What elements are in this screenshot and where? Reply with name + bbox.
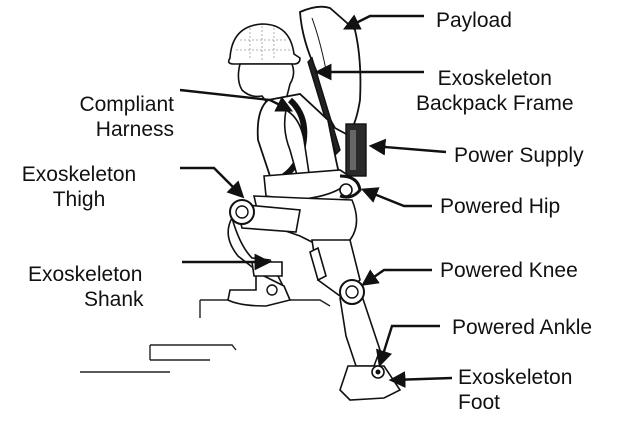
label-exoskeleton-foot-line2: Foot <box>458 390 572 415</box>
knee-joint <box>340 280 364 304</box>
label-exoskeleton-shank-line1: Exoskeleton <box>28 262 178 287</box>
label-exoskeleton-foot-line1: Exoskeleton <box>458 365 572 390</box>
label-backpack-frame-line1: Exoskeleton <box>416 66 574 91</box>
thigh-leader <box>180 168 242 196</box>
knee-leader <box>364 270 432 284</box>
label-exoskeleton-shank: Exoskeleton Shank <box>28 262 178 312</box>
label-compliant-harness: Compliant Harness <box>34 92 174 142</box>
label-power-supply: Power Supply <box>454 143 584 168</box>
label-exoskeleton-thigh-line2: Thigh <box>4 187 154 212</box>
label-payload: Payload <box>436 8 512 33</box>
hip-leader <box>364 190 432 206</box>
label-powered-knee: Powered Knee <box>440 258 578 283</box>
label-compliant-harness-line2: Harness <box>34 117 174 142</box>
label-compliant-harness-line1: Compliant <box>34 92 174 117</box>
ankle-joint <box>372 366 384 378</box>
label-exoskeleton-thigh: Exoskeleton Thigh <box>4 162 154 212</box>
label-powered-ankle: Powered Ankle <box>452 315 592 340</box>
rear-ankle-joint <box>267 285 277 295</box>
power-supply-leader <box>372 146 446 152</box>
label-exoskeleton-thigh-line1: Exoskeleton <box>4 162 154 187</box>
label-backpack-frame-line2: Backpack Frame <box>416 91 574 116</box>
label-exoskeleton-foot: Exoskeleton Foot <box>458 365 572 415</box>
label-exoskeleton-shank-line2: Shank <box>28 287 178 312</box>
foot-leader <box>392 378 452 380</box>
payload-leader <box>346 16 424 28</box>
rear-hip-joint <box>230 200 254 224</box>
ankle-leader <box>380 326 440 364</box>
hip-joint <box>340 184 352 196</box>
label-powered-hip: Powered Hip <box>440 194 560 219</box>
label-backpack-frame: Exoskeleton Backpack Frame <box>416 66 574 116</box>
helmet <box>229 24 300 64</box>
front-leg <box>310 240 400 400</box>
